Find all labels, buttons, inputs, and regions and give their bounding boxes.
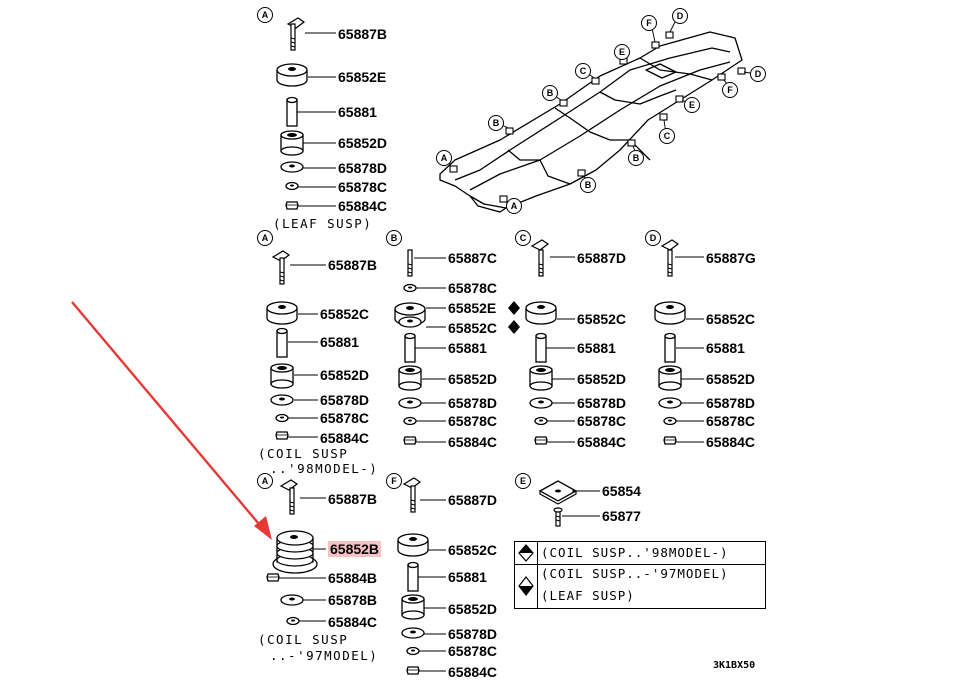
group-caption-line1: (COIL SUSP (258, 632, 349, 647)
callout-a-coil98: A (257, 230, 273, 246)
part-label: 65852E (448, 300, 497, 316)
part-label: 65881 (338, 104, 377, 120)
filled-diamond-icon (515, 542, 538, 564)
part-label: 65852C (577, 311, 627, 327)
part-label: 65852C (706, 311, 756, 327)
part-label: 65881 (448, 340, 487, 356)
legend-text: (LEAF SUSP) (541, 588, 635, 603)
frame-callout-b: B (628, 150, 644, 166)
part-label: 65878D (338, 160, 388, 176)
part-label: 65878D (706, 395, 756, 411)
part-label: 65852D (577, 371, 627, 387)
part-label: 65878C (338, 179, 388, 195)
half-diamond-icon (515, 565, 538, 608)
part-label: 65887B (328, 491, 378, 507)
callout-a-leaf: A (257, 7, 273, 23)
part-label: 65887G (706, 250, 756, 266)
part-label: 65881 (320, 334, 359, 350)
frame-callout-e: E (614, 44, 630, 60)
part-label: 65884B (328, 570, 378, 586)
callout-e: E (515, 473, 531, 489)
legend-text: (COIL SUSP..'98MODEL-) (541, 545, 729, 560)
frame-callout-a: A (436, 150, 452, 166)
frame-callout-f: F (641, 15, 657, 31)
part-label: 65852D (448, 601, 498, 617)
highlighted-part-number: 65852B (328, 541, 382, 557)
frame-callout-c: C (659, 128, 675, 144)
part-label: 65884C (448, 664, 498, 680)
part-label: 65852E (338, 69, 387, 85)
callout-a-coil97: A (257, 473, 273, 489)
legend-row-filled: (COIL SUSP..'98MODEL-) (515, 542, 765, 565)
part-label: 65887B (328, 257, 378, 273)
group-a1-illustration (276, 17, 308, 210)
part-label: 65878D (448, 395, 498, 411)
part-label: 65854 (602, 483, 641, 499)
part-label: 65887D (448, 492, 498, 508)
legend-box: (COIL SUSP..'98MODEL-) (COIL SUSP..-'97M… (514, 541, 766, 609)
frame-callout-d: D (750, 66, 766, 82)
frame-callout-b: B (488, 115, 504, 131)
frame-callout-d: D (672, 8, 688, 24)
part-label: 65878C (448, 280, 498, 296)
part-label: 65878C (320, 410, 370, 426)
group-caption-leaf: (LEAF SUSP) (273, 216, 373, 231)
frame-callout-e: E (684, 97, 700, 113)
part-label: 65887B (338, 26, 388, 42)
part-label: 65852D (320, 367, 370, 383)
part-label: 65884C (706, 434, 756, 450)
legend-row-outline: (COIL SUSP..-'97MODEL) (LEAF SUSP) (515, 565, 765, 608)
frame-callout-c: C (575, 63, 591, 79)
callout-f: F (386, 473, 402, 489)
part-label: 65878C (448, 413, 498, 429)
part-label: 65877 (602, 508, 641, 524)
part-label: 65878D (577, 395, 627, 411)
part-label: 65884C (448, 434, 498, 450)
legend-text: (COIL SUSP..-'97MODEL) (541, 566, 729, 581)
group-caption-line2: ..'98MODEL-) (270, 461, 379, 476)
part-label-highlighted: 65852B (328, 541, 382, 557)
group-caption-line1: (COIL SUSP (258, 446, 349, 461)
part-label: 65878C (706, 413, 756, 429)
part-label: 65884C (328, 614, 378, 630)
callout-c: C (515, 230, 531, 246)
part-label: 65884C (320, 430, 370, 446)
part-label: 65887C (448, 250, 498, 266)
callout-d: D (645, 230, 661, 246)
part-label: 65852D (448, 371, 498, 387)
frame-callout-a: A (506, 198, 522, 214)
diagram-code: 3K1BX50 (713, 660, 756, 671)
part-label: 65852C (448, 320, 498, 336)
frame-callout-b: B (542, 85, 558, 101)
part-label: 65852D (338, 135, 388, 151)
part-label: 65878D (320, 392, 370, 408)
frame-callout-b: B (580, 177, 596, 193)
part-label: 65852C (320, 306, 370, 322)
part-label: 65881 (577, 340, 616, 356)
part-label: 65884C (338, 198, 388, 214)
part-label: 65878C (577, 413, 627, 429)
group-caption-line2: ..-'97MODEL) (270, 648, 379, 663)
part-label: 65881 (706, 340, 745, 356)
callout-b: B (386, 230, 402, 246)
frame-callout-f: F (722, 82, 738, 98)
part-label: 65878B (328, 592, 378, 608)
part-label: 65881 (448, 569, 487, 585)
part-label: 65852C (448, 542, 498, 558)
part-label: 65878C (448, 643, 498, 659)
part-label: 65887D (577, 250, 627, 266)
part-label: 65884C (577, 434, 627, 450)
part-label: 65852D (706, 371, 756, 387)
part-label: 65878D (448, 626, 498, 642)
